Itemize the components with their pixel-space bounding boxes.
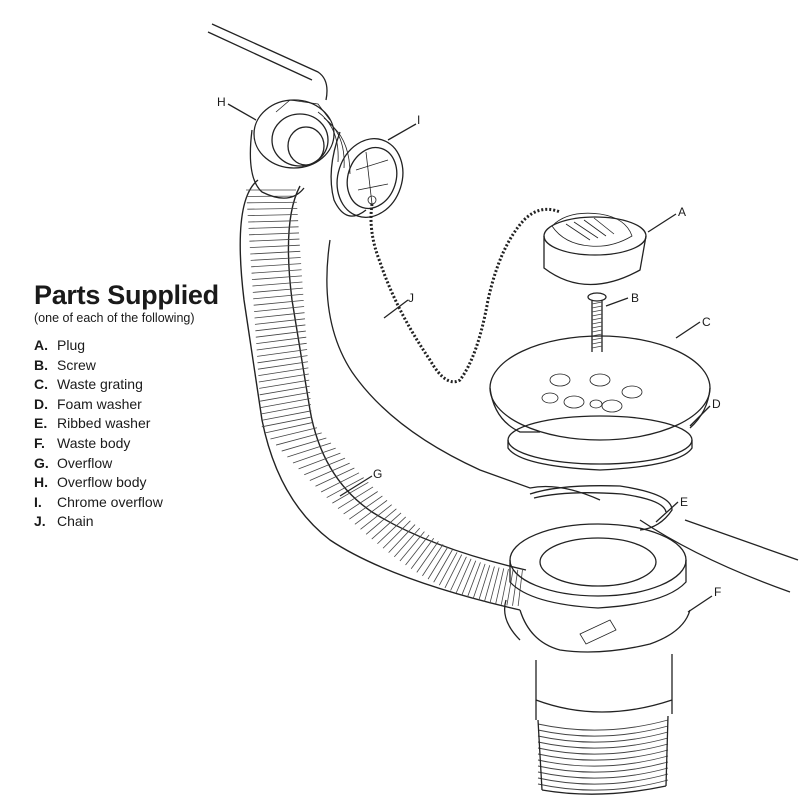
screw [587,292,607,352]
parts-list-item: I. Chrome overflow [34,493,274,513]
bath-outline [207,23,799,593]
waste-body [503,523,691,795]
parts-list-item: B. Screw [34,356,274,376]
callout-d: D [712,397,721,411]
leader-j [383,299,409,319]
parts-list-item: F. Waste body [34,434,274,454]
part-key: D. [34,395,48,412]
chain [369,203,561,384]
part-name: Chain [57,513,94,530]
leader-g [339,475,373,497]
leader-b [605,297,629,307]
part-key: A. [34,337,48,353]
part-name: Screw [57,356,96,373]
leader-f [687,595,713,613]
overflow-body [249,99,351,199]
part-name: Chrome overflow [57,493,163,510]
part-name: Overflow body [57,474,147,491]
leader-h [227,103,257,121]
parts-list-item: G. Overflow [34,454,274,474]
leader-lines [227,103,713,613]
leader-a [647,213,677,233]
part-key: C. [34,376,48,393]
parts-subtitle: (one of each of the following) [34,311,195,325]
part-key: I. [34,493,42,510]
ribbed-washer [529,485,673,531]
leader-c [675,321,701,339]
parts-list-item: A. Plug [34,336,274,356]
chrome-overflow [330,131,404,218]
part-key: J. [34,513,46,530]
callout-j: J [408,291,414,305]
foam-washer [507,415,693,471]
plug [543,212,647,286]
parts-list-item: E. Ribbed washer [34,414,274,434]
callout-a: A [678,205,686,219]
part-name: Ribbed washer [57,415,151,432]
parts-list-item: H. Overflow body [34,473,274,493]
parts-title: Parts Supplied [34,280,219,310]
part-name: Overflow [57,454,113,471]
callout-i: I [417,113,420,127]
part-key: F. [34,434,45,451]
overflow-hose [239,179,527,611]
parts-list-item: J. Chain [34,512,274,532]
parts-list-item: C. Waste grating [34,375,274,395]
part-name: Foam washer [57,395,142,412]
callout-f: F [714,585,721,599]
part-key: E. [34,415,48,432]
part-name: Waste body [57,434,131,451]
leader-d [689,405,711,427]
callout-b: B [631,291,639,305]
callout-e: E [680,495,688,509]
leader-i [387,123,417,141]
parts-list-panel: Parts Supplied (one of each of the follo… [34,280,274,532]
part-key: H. [34,474,48,491]
leader-e [655,501,679,523]
parts-list-item: D. Foam washer [34,395,274,415]
callout-c: C [702,315,711,329]
callout-h: H [217,95,226,109]
callout-g: G [373,467,382,481]
part-name: Waste grating [57,376,143,393]
part-key: B. [34,356,48,373]
waste-grating [489,335,711,441]
part-key: G. [34,454,49,471]
part-name: Plug [57,337,86,353]
